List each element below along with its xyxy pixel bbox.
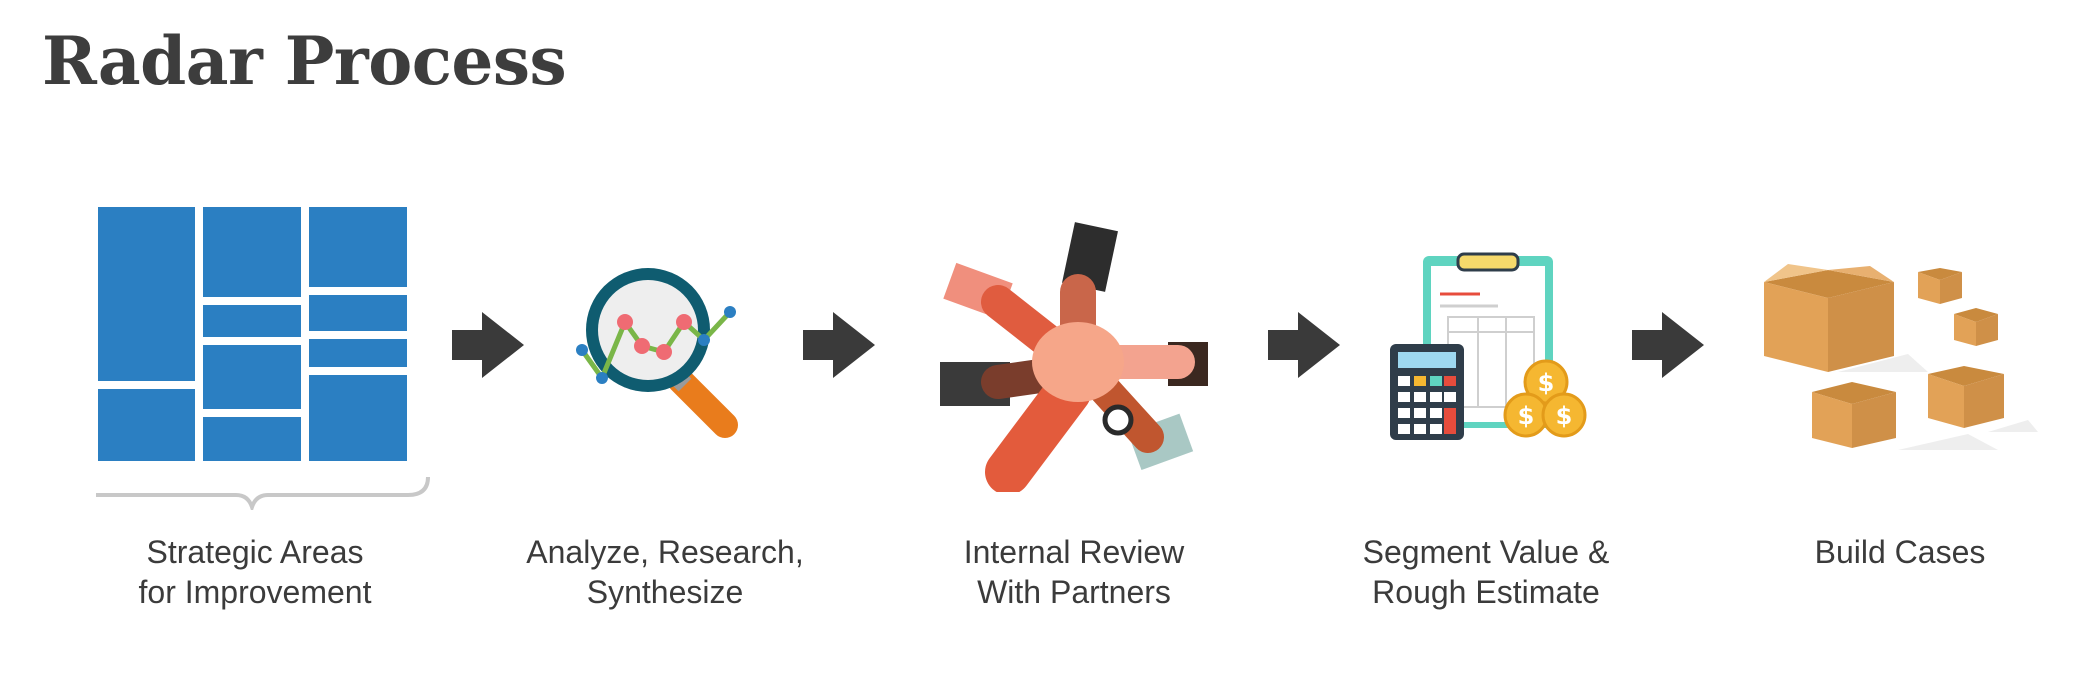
page-title: Radar Process (42, 22, 567, 100)
step-label-segment-value: Segment Value & Rough Estimate (1362, 534, 1610, 610)
team-hands-icon (938, 222, 1210, 497)
calculator-clipboard-coins-icon: $$$ (1388, 252, 1588, 447)
treemap-grid-icon (74, 205, 442, 515)
step-label-strategic-areas: Strategic Areas for Improvement (138, 534, 372, 610)
svg-text:$: $ (1518, 402, 1535, 430)
brace-icon (74, 476, 430, 514)
cardboard-boxes-icon (1758, 262, 2038, 467)
arrow-right-icon (1268, 312, 1342, 378)
svg-text:$: $ (1538, 369, 1555, 397)
step-label-analyze: Analyze, Research, Synthesize (526, 534, 804, 610)
arrow-right-icon (1632, 312, 1706, 378)
step-label-internal-review: Internal Review With Partners (963, 534, 1185, 610)
arrow-right-icon (803, 312, 877, 378)
step-label-build-cases: Build Cases (1814, 534, 1986, 570)
magnifying-glass-chart-icon (560, 260, 760, 445)
svg-text:$: $ (1556, 402, 1573, 430)
arrow-right-icon (452, 312, 526, 378)
